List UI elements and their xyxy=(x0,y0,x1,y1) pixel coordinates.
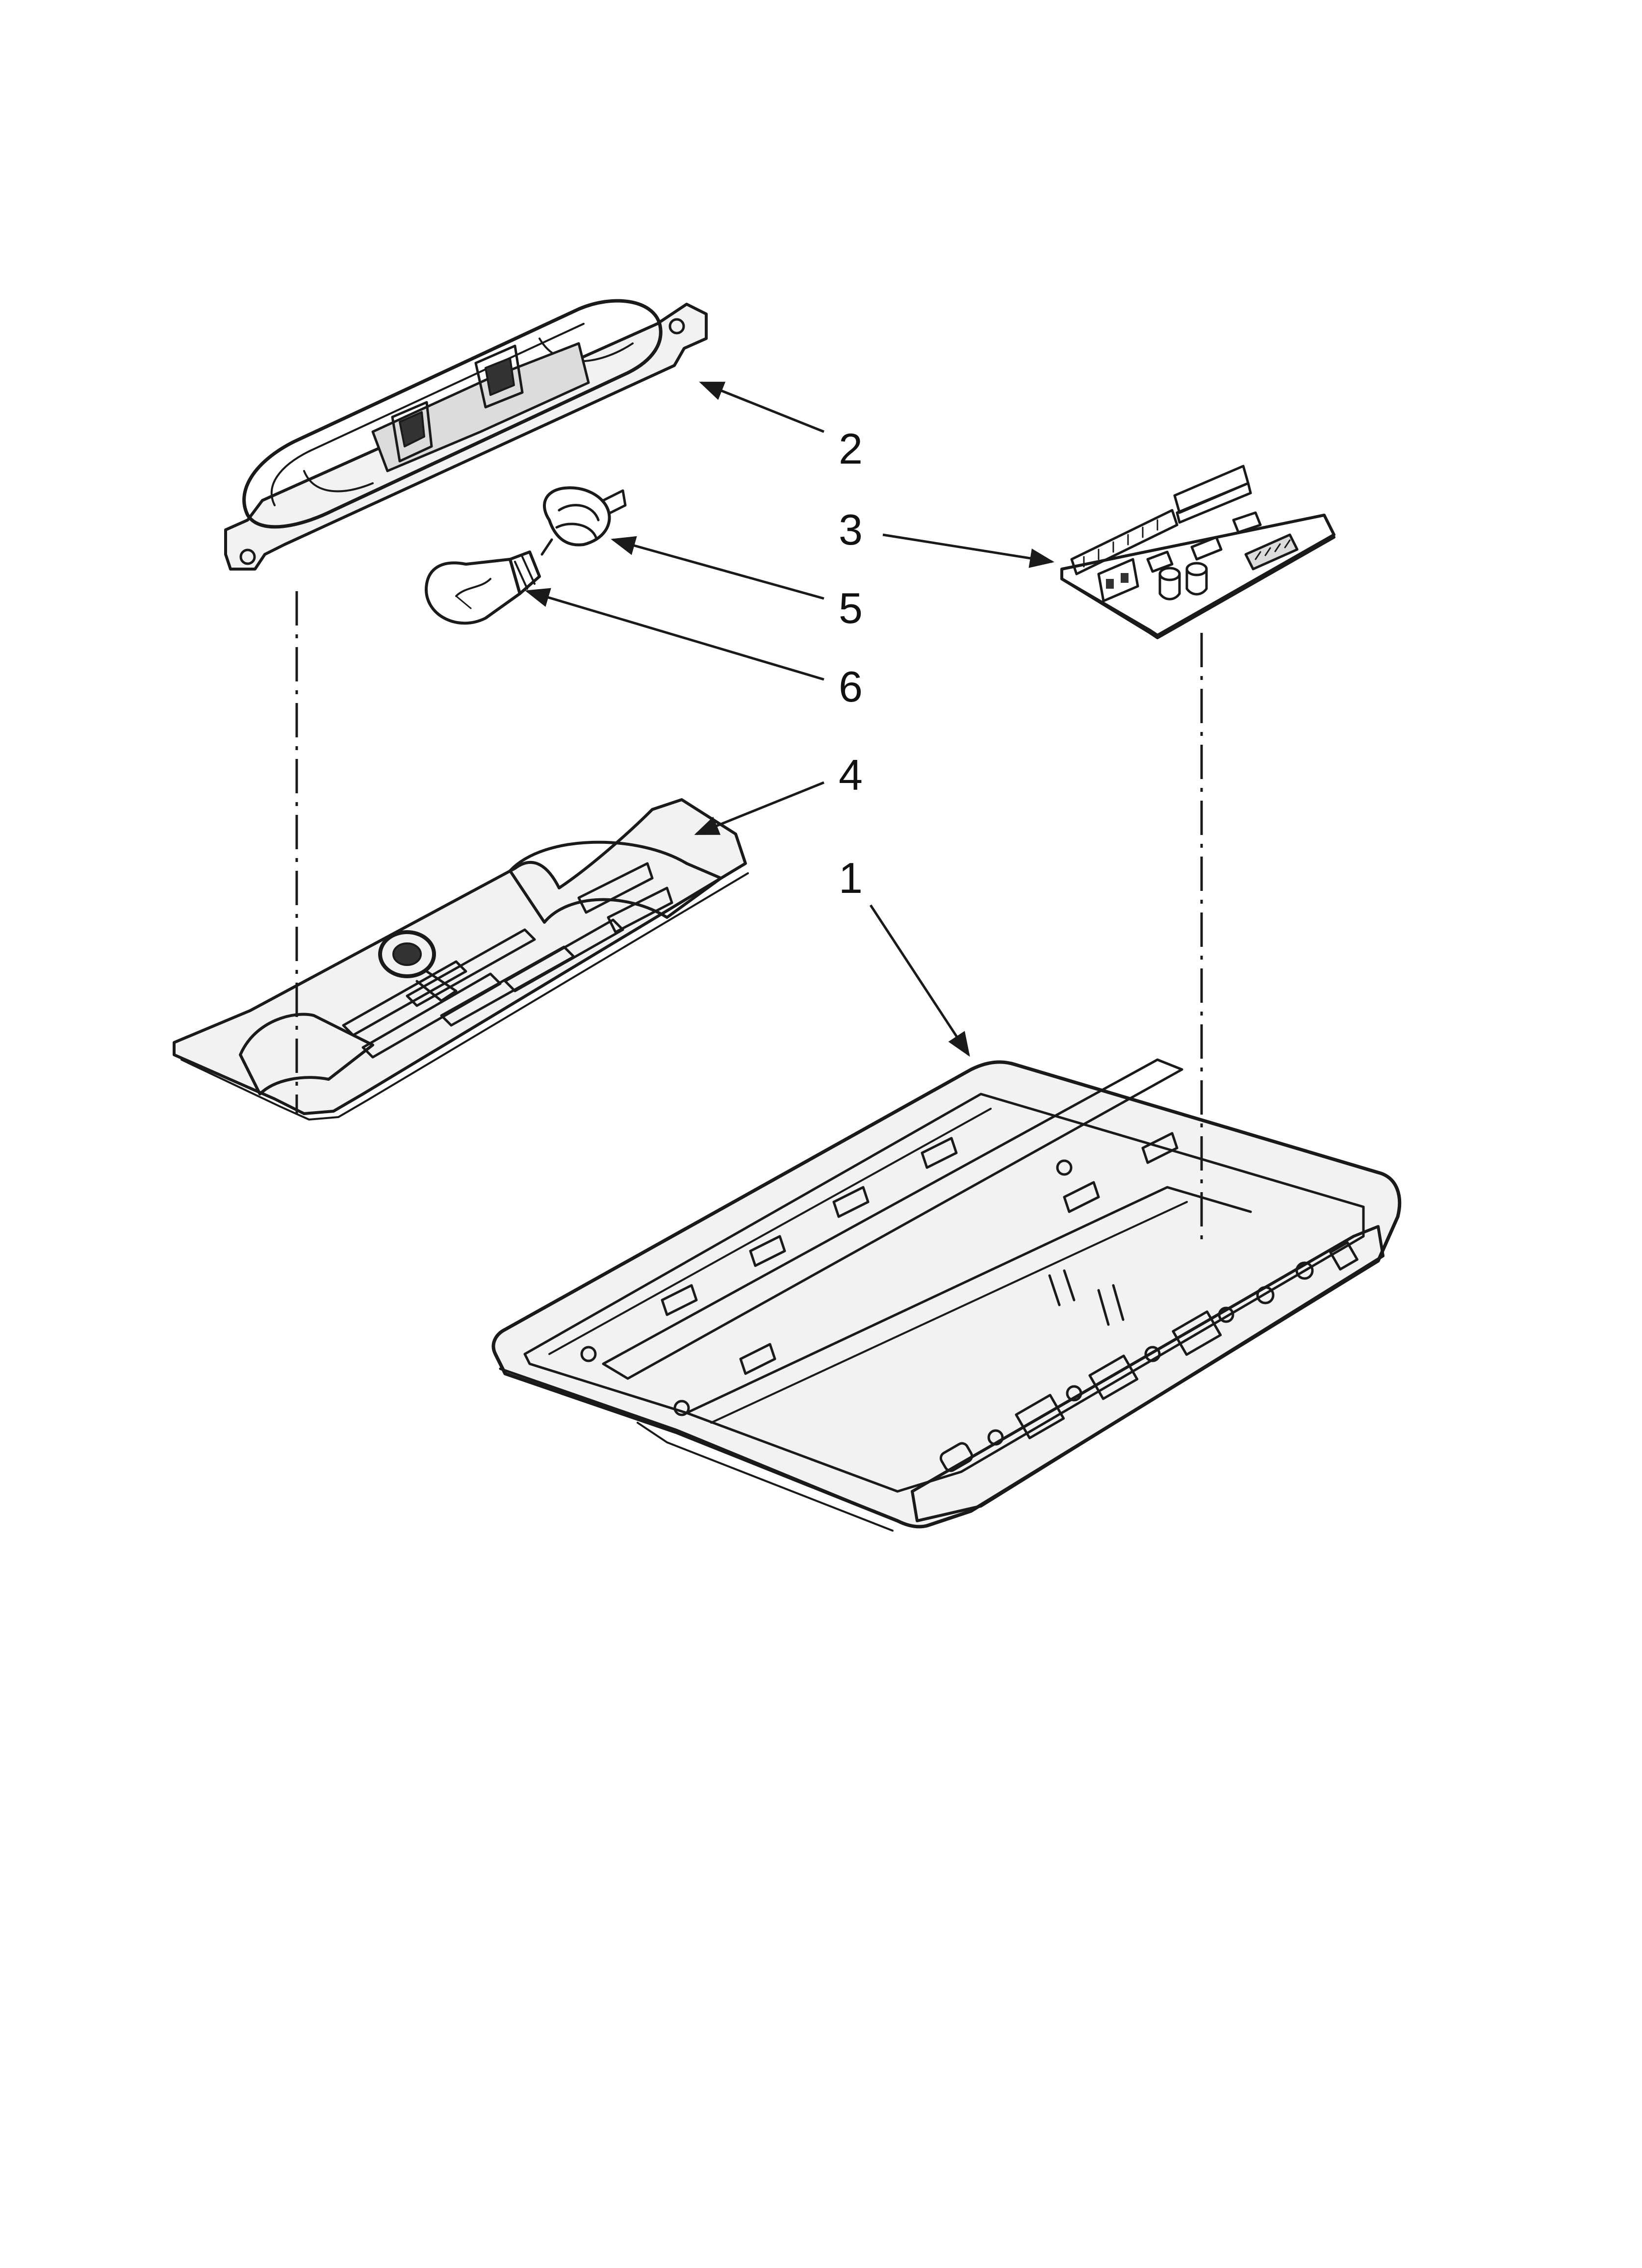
light-lens-part xyxy=(173,798,749,1121)
callout-4: 4 xyxy=(839,751,863,799)
light-bulb-part xyxy=(425,550,541,625)
control-board-part xyxy=(1060,465,1335,639)
leader-line-4 xyxy=(694,781,824,835)
callout-3: 3 xyxy=(839,505,863,554)
callout-6: 6 xyxy=(839,662,863,711)
alignment-lines xyxy=(295,591,1203,1246)
leader-line-6 xyxy=(525,588,824,681)
leader-lines xyxy=(525,381,1054,1057)
leader-line-3 xyxy=(882,533,1054,568)
lamp-socket-part xyxy=(540,486,627,556)
callout-5: 5 xyxy=(839,584,863,632)
callout-1: 1 xyxy=(839,854,863,902)
control-panel-tray-part xyxy=(491,1058,1402,1532)
leader-line-2 xyxy=(699,381,824,433)
leader-line-1 xyxy=(869,904,970,1057)
leader-line-5 xyxy=(611,536,824,600)
light-housing-part xyxy=(224,299,708,571)
callout-labels: 2 3 5 6 4 1 xyxy=(839,424,863,902)
callout-2: 2 xyxy=(839,424,863,473)
